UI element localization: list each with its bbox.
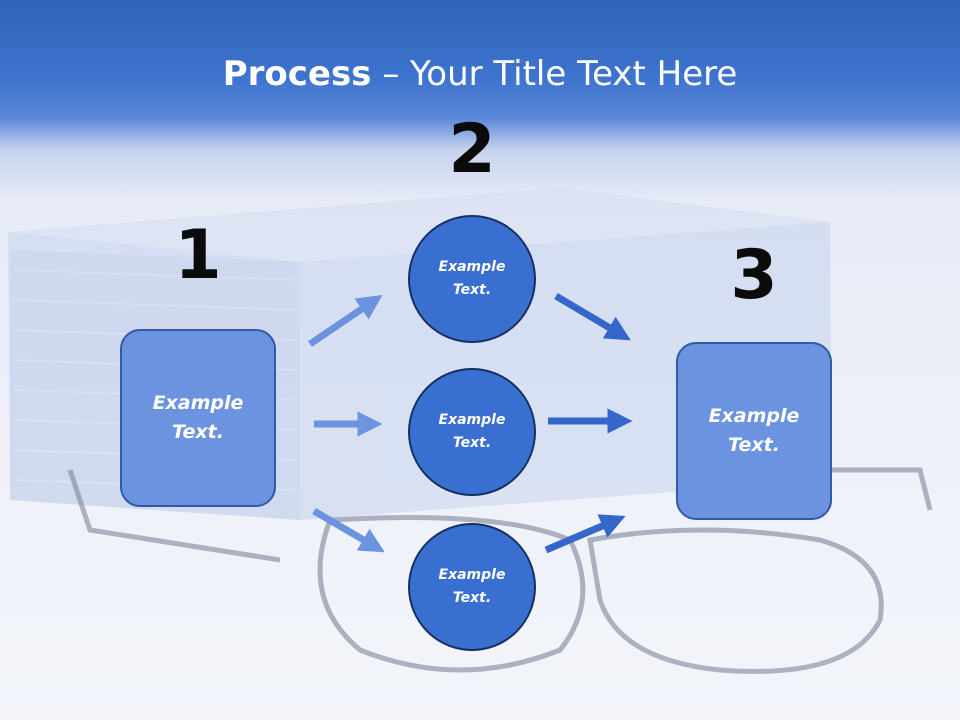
right-box: Example Text. (676, 342, 832, 520)
slide-title: Process – Your Title Text Here (0, 52, 960, 96)
right-box-text: Example Text. (708, 405, 800, 456)
step-number-1: 1 (174, 216, 222, 295)
top-circle-text: Example Text. (438, 259, 506, 298)
middle-circle: Example Text. (408, 368, 536, 496)
step-number-2: 2 (448, 110, 496, 189)
top-circle: Example Text. (408, 215, 536, 343)
bottom-circle: Example Text. (408, 523, 536, 651)
title-bold: Process (222, 54, 372, 94)
left-box-text: Example Text. (152, 392, 244, 443)
step-number-3: 3 (730, 236, 778, 315)
middle-circle-text: Example Text. (438, 412, 506, 451)
left-box: Example Text. (120, 329, 276, 507)
bottom-circle-text: Example Text. (438, 567, 506, 606)
title-rest: – Your Title Text Here (371, 54, 738, 94)
